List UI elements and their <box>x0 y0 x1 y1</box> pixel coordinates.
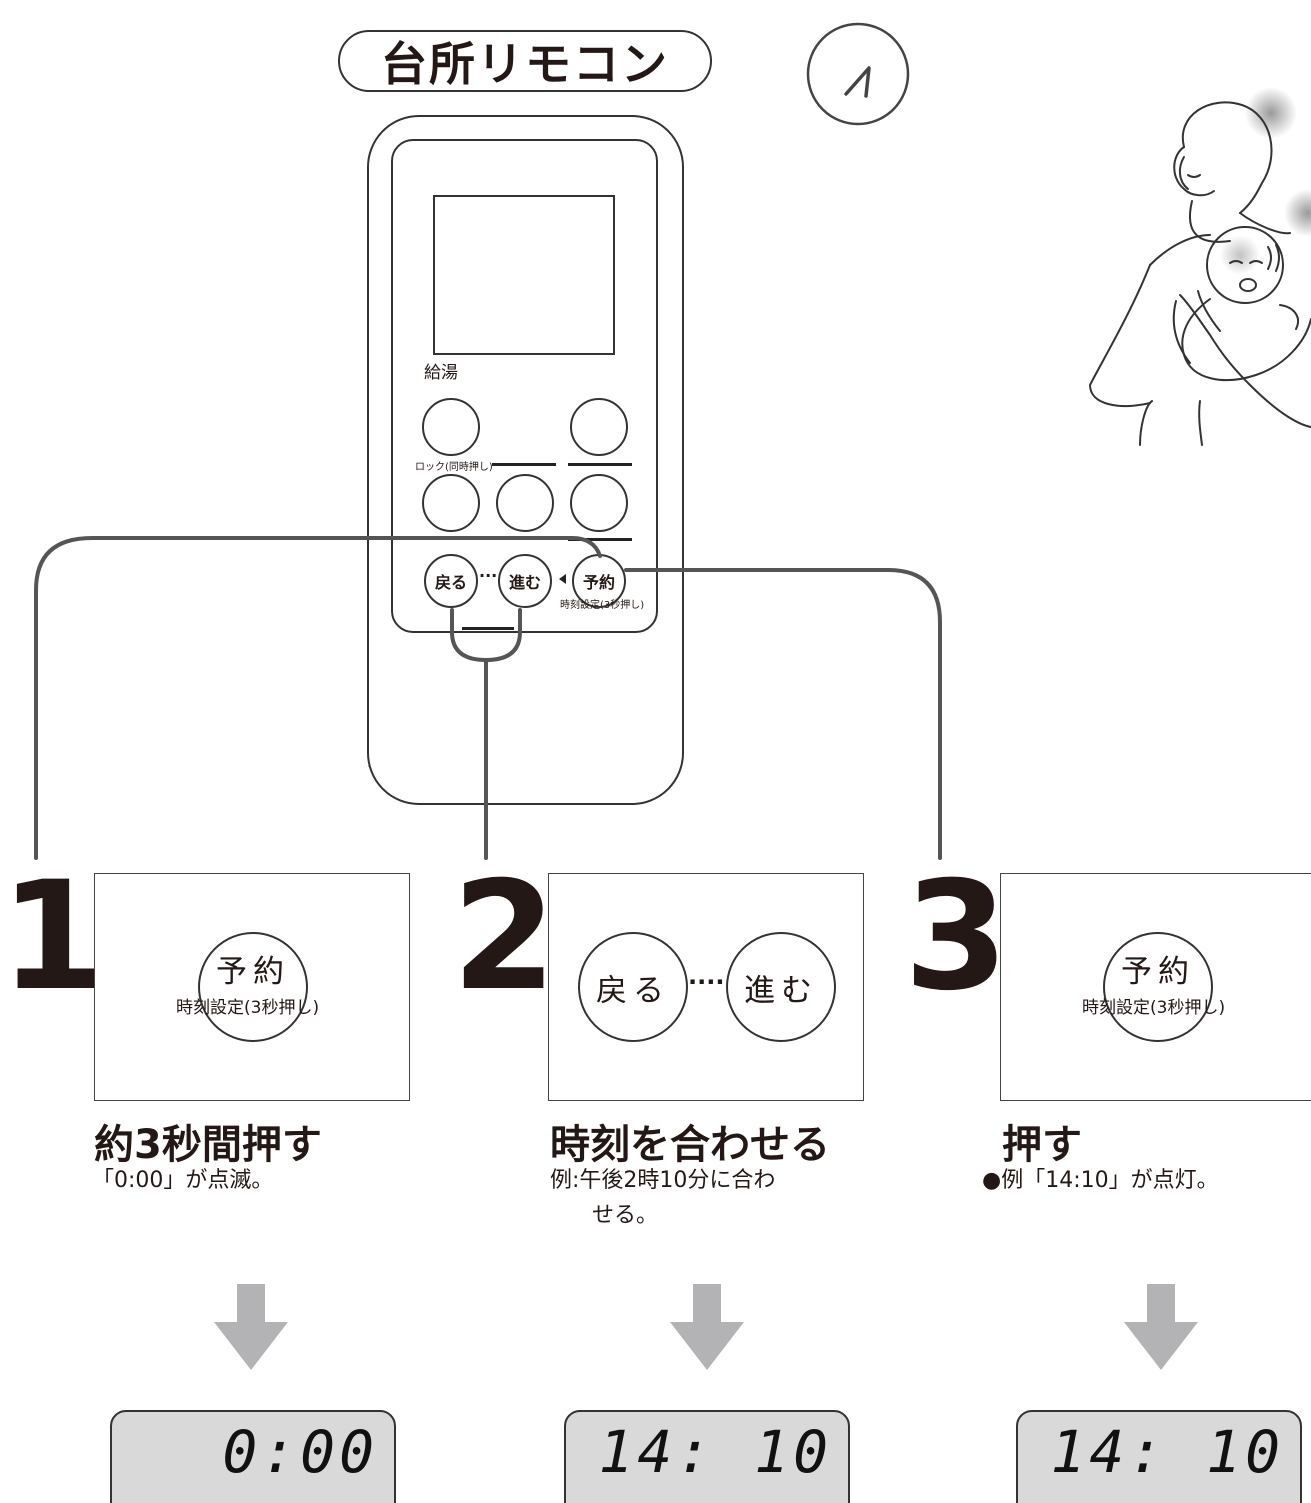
divider <box>568 463 632 466</box>
step-description: ●例「14:10」が点灯。 <box>982 1168 1219 1193</box>
connector-lines <box>34 536 942 860</box>
mother-baby-illustration <box>1089 87 1311 446</box>
lcd-time: 14: 10 <box>598 1418 832 1486</box>
label-kyuto: 給湯 <box>424 363 458 383</box>
lcd-display: 14: 10 <box>1016 1410 1302 1503</box>
remote-button-top-right[interactable] <box>570 398 628 456</box>
lcd-time: 0:00 <box>222 1418 378 1486</box>
step-number: 2 <box>452 850 557 1024</box>
reserve-button[interactable]: 予約 <box>572 554 626 608</box>
divider <box>462 627 514 630</box>
lcd-time: 14: 10 <box>1050 1418 1284 1486</box>
label-lock: ロック(同時押し) <box>415 462 493 473</box>
lcd-display: 14: 10 <box>564 1410 850 1503</box>
dots: ···· <box>688 968 725 996</box>
remote-control <box>367 115 684 805</box>
remote-button-lower-left[interactable] <box>422 474 480 532</box>
step-description: 例:午後2時10分に合わ <box>550 1168 776 1193</box>
remote-button-lower-right[interactable] <box>570 474 628 532</box>
divider <box>568 538 632 541</box>
remote-display <box>433 195 615 355</box>
step-number: 3 <box>904 850 1009 1024</box>
label-time-set: 時刻設定(3秒押し) <box>176 998 320 1018</box>
remote-button-lower-middle[interactable] <box>496 474 554 532</box>
lcd-display: 0:00 <box>110 1410 396 1503</box>
arrow-down-icon <box>214 1284 288 1370</box>
divider <box>492 463 556 466</box>
step-description: 「0:00」が点滅。 <box>92 1168 274 1193</box>
label-time-set: 時刻設定(3秒押し) <box>560 600 645 611</box>
clock-icon <box>806 22 910 126</box>
step-title: 押す <box>1002 1122 1082 1168</box>
next-button[interactable]: 進む <box>498 554 552 608</box>
triangle-left-icon <box>559 574 566 584</box>
dots: ···· <box>479 566 504 585</box>
back-button[interactable]: 戻る <box>578 932 688 1042</box>
arrow-down-icon <box>1124 1284 1198 1370</box>
remote-panel <box>391 139 658 633</box>
step-title: 時刻を合わせる <box>550 1122 830 1168</box>
reserve-button[interactable]: 予約 <box>198 932 308 1042</box>
step-description: せる。 <box>592 1203 659 1228</box>
back-button[interactable]: 戻る <box>424 554 478 608</box>
page-title: 台所リモコン <box>338 30 712 92</box>
label-time-set: 時刻設定(3秒押し) <box>1082 998 1226 1018</box>
arrow-down-icon <box>670 1284 744 1370</box>
remote-seam <box>368 765 370 767</box>
kyuto-button[interactable] <box>422 398 480 456</box>
next-button[interactable]: 進む <box>726 932 836 1042</box>
step-title: 約3秒間押す <box>94 1122 322 1168</box>
reserve-button[interactable]: 予約 <box>1103 932 1213 1042</box>
step-number: 1 <box>0 850 105 1024</box>
